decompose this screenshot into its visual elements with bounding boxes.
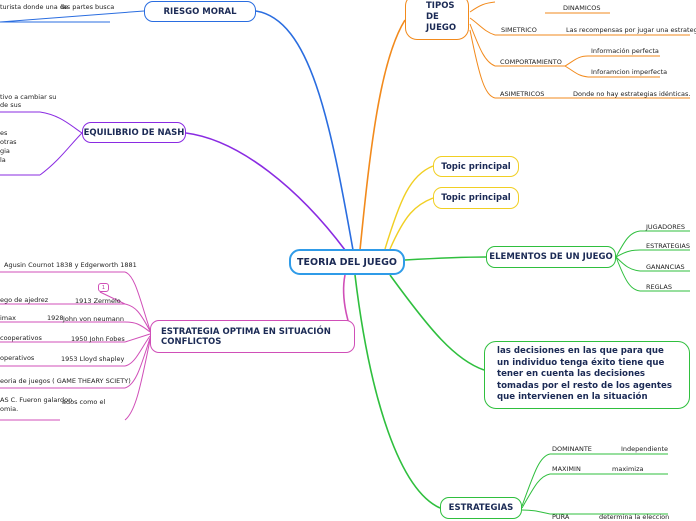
estrategia-optima-label: ESTRATEGIA OPTIMA EN SITUACIÓN CONFLICTO… [161, 326, 331, 347]
topic-principal-2[interactable]: Topic principal [433, 187, 519, 209]
estrategia-maximin-detail: maximiza [612, 465, 644, 473]
estrategias-label: ESTRATEGIAS [448, 503, 514, 513]
elemento-estrategias: ESTRATEGIAS [646, 242, 691, 250]
optima-item-2-left: ego de ajedrez [0, 296, 49, 304]
tipos-label-line-3: JUEGO [426, 22, 457, 33]
topic-principal-2-label: Topic principal [441, 193, 511, 203]
tipos-asimetricos: ASIMETRICOS [500, 90, 545, 98]
nash-detail-top-1: tivo a cambiar su [0, 93, 57, 101]
tipos-info-perfecta: Información perfecta [591, 47, 659, 55]
nash-detail-bottom-1: es [0, 129, 8, 137]
tipos-comportamiento: COMPORTAMIENTO [500, 58, 562, 66]
estrategia-optima-node[interactable]: ESTRATEGIA OPTIMA EN SITUACIÓN CONFLICTO… [150, 320, 355, 353]
riesgo-moral-node[interactable]: RIESGO MORAL [144, 1, 256, 22]
central-topic-label: TEORIA DEL JUEGO [297, 256, 397, 268]
elemento-reglas: REGLAS [646, 283, 673, 291]
optima-item-7-left2: omia. [0, 405, 19, 413]
equilibrio-nash-node[interactable]: EQUILIBRIO DE NASH [82, 122, 186, 143]
topic-principal-1[interactable]: Topic principal [433, 156, 519, 177]
optima-item-6: eoria de juegos ( GAME THEARY SCIETY) [0, 377, 131, 385]
estrategias-node[interactable]: ESTRATEGIAS [440, 497, 522, 519]
optima-item-3-right: 1928 [47, 314, 64, 322]
optima-item-5-right: 1953 Lloyd shapley [61, 355, 125, 363]
elemento-ganancias: GANANCIAS [646, 263, 685, 271]
optima-item-3-left: imax [0, 314, 16, 322]
riesgo-moral-label: RIESGO MORAL [163, 6, 237, 17]
nash-detail-bottom-3: gia [0, 147, 10, 155]
elemento-jugadores: JUGADORES [646, 223, 686, 231]
tipos-dinamicos: DINAMICOS [563, 4, 601, 12]
riesgo-detail-left: turista donde una de [0, 3, 68, 11]
definicion-text: las decisiones en las que para que un in… [497, 346, 672, 403]
optima-item-3-right2: John von neumann [63, 315, 125, 323]
optima-item-2-right: 1913 Zermelo [75, 297, 121, 305]
tipos-info-imperfecta: Inforamcion imperfecta [591, 68, 668, 76]
riesgo-detail-right: las partes busca [61, 3, 115, 11]
optima-item-4-right: 1950 John Fobes [71, 335, 125, 343]
estrategia-maximin: MAXIMIN [552, 465, 581, 473]
topic-principal-1-label: Topic principal [441, 161, 511, 172]
tipos-label-line-2: DE [426, 11, 439, 22]
estrategia-pura-detail: determina la eleccion [599, 513, 670, 521]
estrategia-dominante-detail: Independiente [621, 445, 669, 453]
nash-detail-top-2: de sus [0, 101, 22, 109]
optima-item-5-left: operativos [0, 354, 35, 362]
estrategia-dominante: DOMINANTE [552, 445, 592, 453]
tipos-simetrico: SIMETRICO [501, 26, 537, 34]
optima-item-7-left: AS C. Fueron galardon [0, 396, 73, 404]
optima-item-7-right: ados como el [62, 398, 106, 406]
elementos-juego-label: ELEMENTOS DE UN JUEGO [489, 252, 613, 262]
elementos-juego-node[interactable]: ELEMENTOS DE UN JUEGO [486, 246, 616, 268]
nash-detail-bottom-4: la [0, 156, 6, 164]
tipos-label-line-1: TIPOS [426, 0, 455, 11]
central-topic[interactable]: TEORIA DEL JUEGO [289, 249, 405, 275]
nash-detail-bottom-2: otras [0, 138, 17, 146]
equilibrio-nash-label: EQUILIBRIO DE NASH [83, 127, 185, 138]
tipos-juego-node[interactable]: TIPOS DE JUEGO [405, 0, 469, 40]
tipos-simetrico-detail: Las recompensas por jugar una estrategia… [566, 26, 696, 34]
tipos-asimetricos-detail: Donde no hay estrategias idénticas. [573, 90, 691, 98]
collapsed-count-text: 1 [101, 284, 106, 291]
definicion-node[interactable]: las decisiones en las que para que un in… [484, 341, 690, 409]
collapsed-count-badge[interactable]: 1 [98, 283, 109, 292]
estrategia-pura: PURA [552, 513, 570, 521]
optima-item-1: Agusin Cournot 1838 y Edgerworth 1881 [4, 261, 137, 269]
optima-item-4-left: cooperativos [0, 334, 42, 342]
